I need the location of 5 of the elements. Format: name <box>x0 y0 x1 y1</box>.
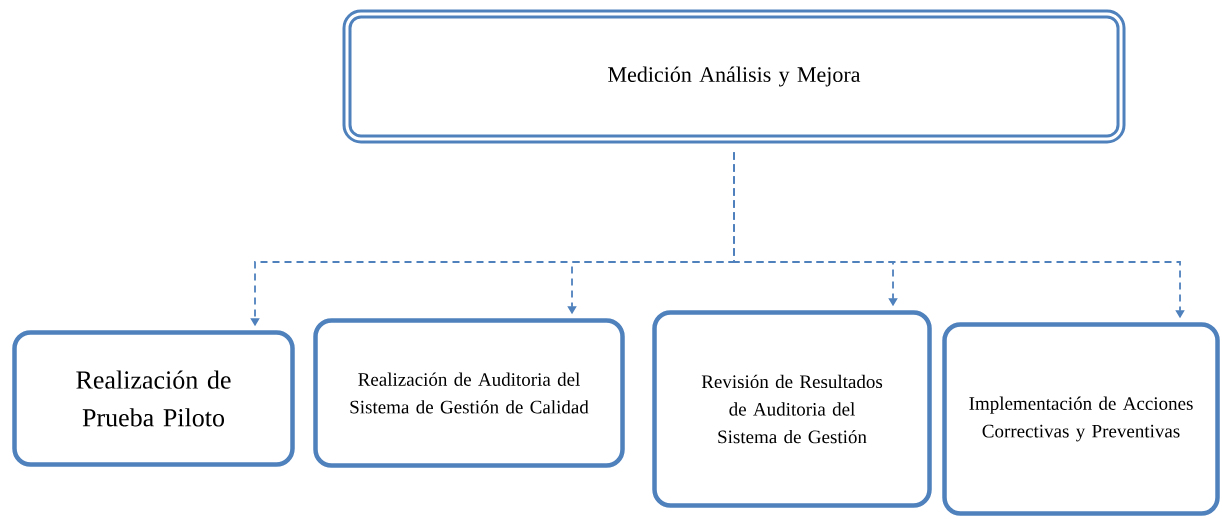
process-box: Realización de Prueba Piloto <box>12 330 295 467</box>
process-box: Realización de Auditoria del Sistema de Gestión de Calidad <box>313 318 625 468</box>
process-box: Implementación de Acciones Correctivas y Preventivas <box>942 322 1220 516</box>
process-box: Revisión de Resultados de Auditoria del Sistema de Gestión <box>652 310 932 508</box>
title-box: Medición Análisis y Mejora <box>342 9 1126 144</box>
